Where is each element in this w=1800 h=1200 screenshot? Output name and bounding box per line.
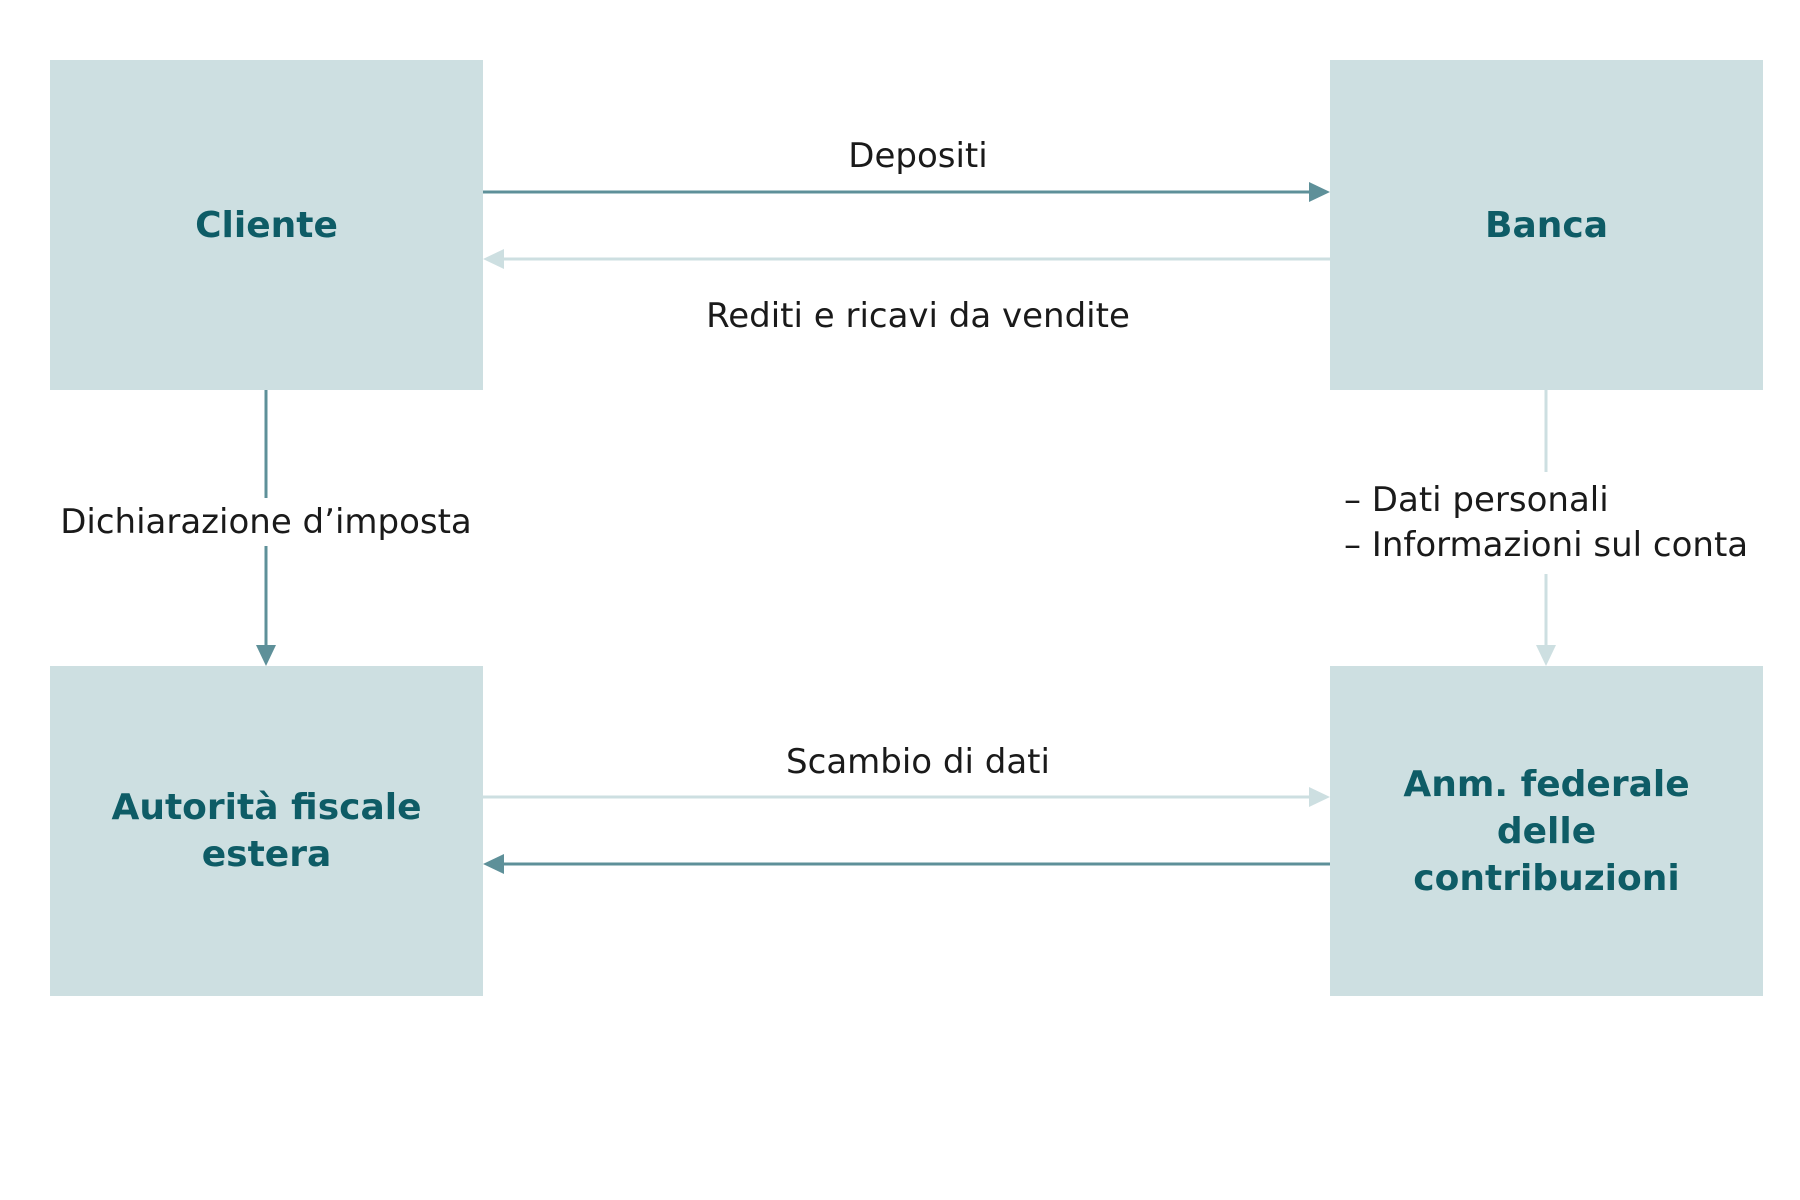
edge-label-informazioni-conto: – Informazioni sul conta	[1344, 525, 1749, 565]
edge-label-dati: – Dati personali – Informazioni sul cont…	[1340, 472, 1753, 574]
edge-label-dati-personali: – Dati personali	[1344, 480, 1609, 520]
edge-label-depositi: Depositi	[0, 134, 1800, 178]
node-cliente-label: Cliente	[195, 204, 338, 246]
node-anm-label: Anm. federale delle contribuzioni	[1403, 763, 1690, 899]
edge-label-depositi-text: Depositi	[848, 136, 988, 176]
arrow-rediti	[483, 249, 1330, 269]
arrow-scambio-to-autorita	[483, 854, 1330, 874]
edge-label-scambio-text: Scambio di dati	[786, 742, 1050, 782]
arrow-scambio-to-anm	[483, 787, 1330, 807]
node-banca: Banca	[1330, 60, 1763, 390]
node-cliente: Cliente	[50, 60, 483, 390]
node-anm-federale: Anm. federale delle contribuzioni	[1330, 666, 1763, 996]
node-autorita-label: Autorità fiscale estera	[111, 787, 422, 875]
edge-label-dichiarazione: Dichiarazione d’imposta	[56, 498, 476, 546]
arrow-depositi	[483, 182, 1330, 202]
node-banca-label: Banca	[1485, 204, 1608, 246]
node-autorita-fiscale-estera: Autorità fiscale estera	[50, 666, 483, 996]
edge-label-rediti: Rediti e ricavi da vendite	[0, 294, 1800, 338]
edge-label-scambio: Scambio di dati	[0, 740, 1800, 784]
edge-label-rediti-text: Rediti e ricavi da vendite	[706, 296, 1130, 336]
